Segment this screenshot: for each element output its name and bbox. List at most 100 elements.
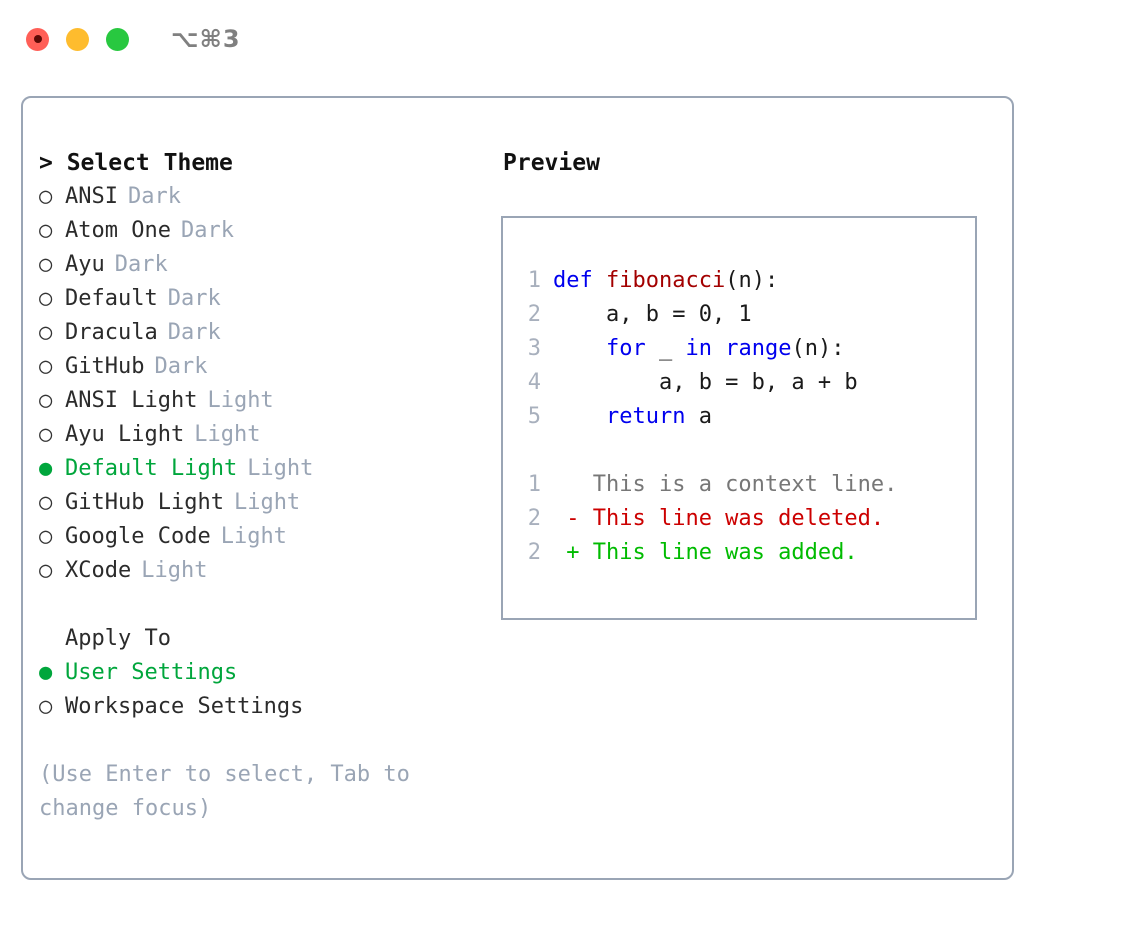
line-number: 4 <box>527 370 541 395</box>
maximize-button[interactable] <box>106 27 129 51</box>
radio-selected-icon[interactable]: ● <box>39 456 53 481</box>
line-number: 1 <box>527 268 541 293</box>
code-token: - This line was deleted. <box>553 506 885 531</box>
apply-to-label: Workspace Settings <box>65 694 304 719</box>
code-token: This is a context line. <box>553 472 898 497</box>
diff-line: 1 This is a context line. <box>517 468 975 502</box>
theme-list-item[interactable]: ○ Ayu Light Light <box>39 418 501 452</box>
radio-icon[interactable]: ○ <box>39 558 53 583</box>
radio-icon[interactable]: ○ <box>39 524 53 549</box>
line-number: 1 <box>527 472 541 497</box>
radio-selected-icon[interactable]: ● <box>39 660 53 685</box>
theme-name: GitHub Light <box>65 490 224 515</box>
apply-to-list[interactable]: ● User Settings ○ Workspace Settings <box>39 656 501 724</box>
theme-variant-tag: Light <box>194 422 261 447</box>
radio-icon[interactable]: ○ <box>39 184 53 209</box>
theme-list-item[interactable]: ○ GitHub Dark <box>39 350 501 384</box>
code-token: fibonacci <box>605 268 726 293</box>
code-token: return <box>605 404 686 429</box>
code-token: range <box>725 336 792 361</box>
keyboard-hint: (Use Enter to select, Tab to change focu… <box>39 762 424 821</box>
line-number: 2 <box>527 540 541 565</box>
code-line: 5 return a <box>517 400 975 434</box>
theme-variant-tag: Dark <box>167 286 221 311</box>
line-number: 3 <box>527 336 541 361</box>
theme-list-item[interactable]: ○ Default Dark <box>39 282 501 316</box>
code-token: (n): <box>725 268 779 293</box>
theme-variant-tag: Light <box>247 456 314 481</box>
diff-line: 2 - This line was deleted. <box>517 502 975 536</box>
apply-to-item[interactable]: ● User Settings <box>39 656 501 690</box>
code-token: (n): <box>791 336 845 361</box>
code-token: a <box>685 404 712 429</box>
keyboard-shortcut-label: ⌥⌘3 <box>171 25 241 53</box>
radio-icon[interactable]: ○ <box>39 388 53 413</box>
code-token: _ <box>645 336 686 361</box>
theme-name: XCode <box>65 558 132 583</box>
theme-list-item[interactable]: ○ Google Code Light <box>39 520 501 554</box>
radio-icon[interactable]: ○ <box>39 694 53 719</box>
window-controls <box>26 27 129 51</box>
theme-panel-heading: > Select Theme <box>39 150 233 176</box>
theme-name: Google Code <box>65 524 211 549</box>
code-token <box>553 332 606 366</box>
code-token: a, b = b, a + b <box>553 370 858 395</box>
apply-to-heading-row: Apply To <box>39 622 501 656</box>
code-token: a, b = 0, 1 <box>553 302 752 327</box>
theme-variant-tag: Dark <box>154 354 208 379</box>
radio-icon[interactable]: ○ <box>39 320 53 345</box>
line-number: 2 <box>527 506 541 531</box>
code-token <box>553 400 606 434</box>
apply-to-heading: Apply To <box>65 626 171 651</box>
radio-icon[interactable]: ○ <box>39 252 53 277</box>
theme-variant-tag: Dark <box>127 184 181 209</box>
code-token: def <box>553 268 606 293</box>
diff-line: 2 + This line was added. <box>517 536 975 570</box>
code-line: 3 for _ in range(n): <box>517 332 975 366</box>
theme-variant-tag: Dark <box>114 252 168 277</box>
apply-to-label: User Settings <box>65 660 238 685</box>
code-token: + This line was added. <box>553 540 858 565</box>
radio-icon[interactable]: ○ <box>39 218 53 243</box>
line-number: 5 <box>527 404 541 429</box>
theme-list-item[interactable]: ○ GitHub Light Light <box>39 486 501 520</box>
theme-variant-tag: Light <box>220 524 287 549</box>
radio-icon[interactable]: ○ <box>39 354 53 379</box>
theme-name: Default <box>65 286 158 311</box>
code-line: 2 a, b = 0, 1 <box>517 298 975 332</box>
radio-icon[interactable]: ○ <box>39 422 53 447</box>
theme-name: GitHub <box>65 354 145 379</box>
theme-variant-tag: Light <box>207 388 274 413</box>
theme-name: Ayu Light <box>65 422 185 447</box>
list-spacer <box>39 588 501 622</box>
radio-icon[interactable]: ○ <box>39 286 53 311</box>
code-token: for <box>605 336 646 361</box>
radio-icon[interactable]: ○ <box>39 490 53 515</box>
theme-name: Dracula <box>65 320 158 345</box>
line-number: 2 <box>527 302 541 327</box>
apply-to-heading-indent <box>39 622 65 656</box>
theme-name: Atom One <box>65 218 171 243</box>
code-diff-gap <box>517 434 975 468</box>
code-line: 1 def fibonacci(n): <box>517 264 975 298</box>
window-titlebar: ⌥⌘3 <box>0 0 1140 78</box>
minimize-button[interactable] <box>66 27 89 51</box>
preview-heading: Preview <box>503 150 600 176</box>
code-token: in <box>685 336 712 361</box>
close-button[interactable] <box>26 27 49 51</box>
diff-sample: 1 This is a context line.2 - This line w… <box>517 468 975 570</box>
apply-to-item[interactable]: ○ Workspace Settings <box>39 690 501 724</box>
theme-variant-tag: Light <box>233 490 301 515</box>
